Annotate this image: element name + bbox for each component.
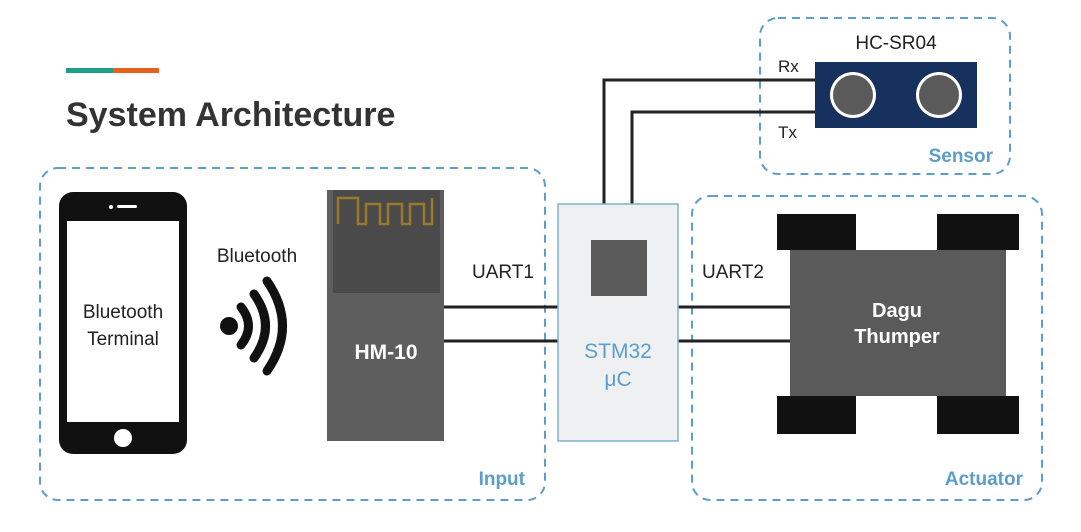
- ultrasonic-sensor-icon: [815, 62, 977, 128]
- tx-wire: [630, 110, 818, 204]
- uart2-label: UART2: [702, 262, 764, 283]
- rx-wire: [602, 78, 818, 204]
- wireless-signal-icon: [220, 276, 287, 376]
- phone-label-line2: Terminal: [87, 329, 159, 350]
- chip-icon: [591, 240, 647, 296]
- actuator-group-box: [691, 195, 1043, 501]
- actuator-group-label: Actuator: [945, 469, 1024, 490]
- input-group-label: Input: [479, 469, 526, 490]
- phone-label-line1: Bluetooth: [83, 302, 163, 323]
- tx-label: Tx: [778, 123, 797, 142]
- stm32-label-line2: μC: [604, 368, 631, 391]
- title-accent-orange: [113, 68, 159, 73]
- stm32-board: [557, 203, 679, 442]
- page-title: System Architecture: [66, 96, 396, 134]
- title-accent-teal: [66, 68, 113, 73]
- robot-label-line1: Dagu: [872, 300, 922, 322]
- hm10-label: HM-10: [354, 341, 417, 364]
- smartphone-icon: [59, 192, 187, 454]
- input-group-box: [39, 167, 546, 501]
- hm10-module: [327, 190, 444, 441]
- sensor-group-label: Sensor: [929, 146, 994, 167]
- sensor-label: HC-SR04: [855, 33, 937, 54]
- stm32-label-line1: STM32: [584, 340, 652, 363]
- uart1-label: UART1: [472, 262, 534, 283]
- sensor-group-box: [759, 17, 1011, 175]
- rx-label: Rx: [778, 57, 799, 76]
- robot-label-line2: Thumper: [854, 326, 940, 348]
- bluetooth-label: Bluetooth: [217, 246, 297, 267]
- robot-chassis-icon: [777, 214, 1019, 434]
- antenna-trace-icon: [336, 196, 434, 226]
